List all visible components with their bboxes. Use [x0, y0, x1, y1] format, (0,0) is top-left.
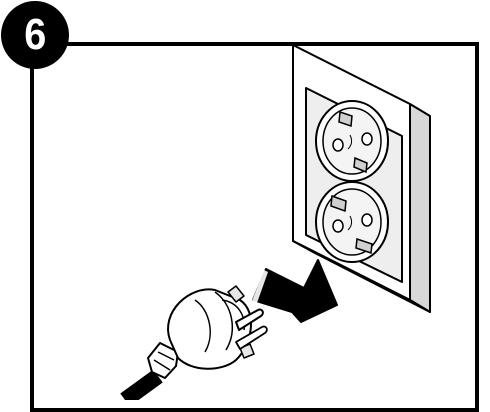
socket-plate-side	[409, 103, 431, 313]
insert-arrow	[252, 259, 338, 323]
step-badge: 6	[1, 1, 69, 69]
plug-pin-upper	[235, 308, 264, 331]
plug	[147, 285, 268, 379]
step-number: 6	[23, 10, 47, 59]
power-cable	[117, 366, 163, 400]
socket-outlet-lower	[315, 181, 389, 263]
plug-socket-illustration	[117, 44, 431, 400]
socket-outlet-upper	[315, 100, 389, 182]
plug-pin-lower	[235, 325, 268, 350]
